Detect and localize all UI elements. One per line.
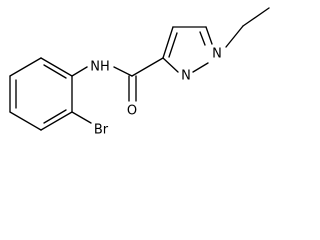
structure-diagram: NH O N N Br bbox=[9, 7, 270, 138]
pyrazole-bond bbox=[162, 57, 179, 73]
n-ethyl-bond bbox=[225, 25, 244, 48]
benzene-inner-bond bbox=[43, 109, 67, 124]
benzene-inner-bond bbox=[43, 64, 67, 79]
benzene-bond bbox=[9, 57, 42, 77]
nh-label: NH bbox=[90, 60, 110, 75]
pyrazole-bond bbox=[192, 62, 209, 73]
carbonyl-oxygen-label: O bbox=[127, 104, 137, 119]
pyrazole-double-bond bbox=[199, 31, 206, 46]
bonds bbox=[9, 7, 270, 131]
n-carbonyl-bond bbox=[113, 66, 133, 77]
pyrazole-n1-label: N bbox=[212, 47, 222, 62]
carbonyl-ring-bond bbox=[131, 57, 164, 77]
benzene-bond bbox=[40, 111, 73, 131]
pyrazole-n2-label: N bbox=[181, 69, 191, 84]
c-br-bond bbox=[71, 111, 92, 124]
pyrazole-bond bbox=[162, 26, 174, 59]
atom-labels: NH O N N Br bbox=[90, 47, 222, 138]
aryl-n-bond bbox=[71, 66, 88, 77]
benzene-bond bbox=[40, 57, 73, 77]
ethyl-bond bbox=[242, 7, 270, 27]
bromine-label: Br bbox=[94, 123, 109, 138]
pyrazole-double-bond bbox=[168, 32, 178, 58]
pyrazole-bond bbox=[205, 26, 213, 45]
benzene-bond bbox=[9, 111, 42, 131]
